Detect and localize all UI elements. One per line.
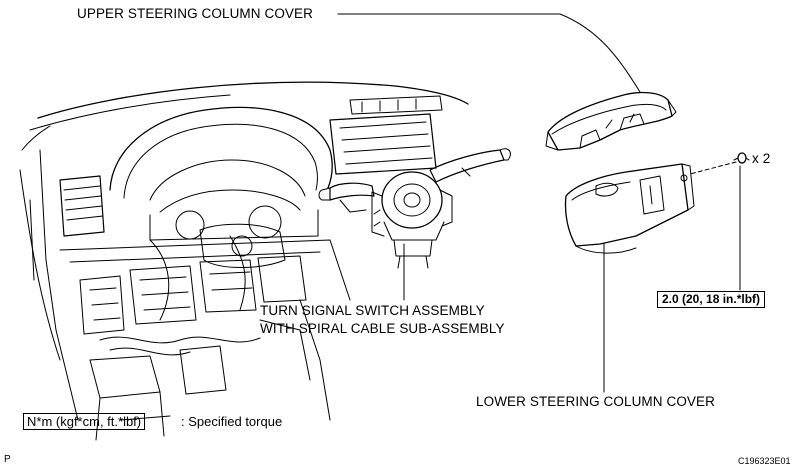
- lower-cover-drawing: [564, 163, 695, 254]
- torque-legend-description: : Specified torque: [181, 414, 283, 429]
- leader-lines: [337, 13, 741, 393]
- instrument-panel-drawing: [19, 81, 469, 441]
- screw-count-label: x 2: [752, 151, 771, 166]
- torque-legend-unit-box: N*m (kgf*cm, ft.*lbf): [23, 413, 146, 430]
- screw-drawing: [689, 152, 750, 175]
- upper-cover-drawing: [545, 91, 677, 151]
- turn-signal-switch-label-line2: WITH SPIRAL CABLE SUB-ASSEMBLY: [260, 321, 505, 336]
- turn-signal-switch-drawing: [318, 148, 511, 269]
- torque-spec-box: 2.0 (20, 18 in.*lbf): [657, 291, 766, 308]
- turn-signal-switch-label-line1: TURN SIGNAL SWITCH ASSEMBLY: [260, 303, 485, 318]
- lower-steering-column-cover-label: LOWER STEERING COLUMN COVER: [476, 394, 715, 409]
- figure-id-label: C196323E01: [738, 456, 791, 466]
- upper-steering-column-cover-label: UPPER STEERING COLUMN COVER: [77, 6, 313, 21]
- view-code-label: P: [4, 454, 11, 465]
